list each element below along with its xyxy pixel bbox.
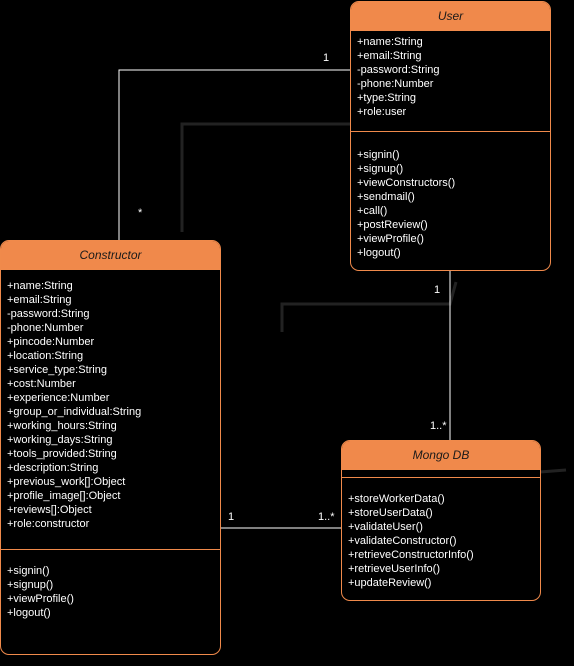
method: +call() (357, 205, 388, 217)
multiplicity-user-constructor-user-end: 1 (323, 52, 330, 64)
method: +logout() (7, 607, 51, 619)
class-mongodb-divider (342, 477, 540, 478)
multiplicity-constructor-mongodb-constructor-end: 1 (228, 511, 235, 523)
faint-guide-lines (180, 122, 567, 474)
method: +signup() (357, 163, 404, 175)
attribute: +description:String (7, 462, 99, 474)
attribute: +cost:Number (7, 378, 76, 390)
attribute: +tools_provided:String (7, 448, 117, 460)
attribute: +name:String (357, 36, 423, 48)
attribute: +type:String (357, 92, 417, 104)
class-user-attributes: +name:String +email:String -password:Strin… (351, 31, 550, 131)
attribute: +reviews[]:Object (7, 504, 92, 516)
method: +sendmail() (357, 191, 415, 203)
attribute: +pincode:Number (7, 336, 95, 348)
attribute: +email:String (357, 50, 422, 62)
method: +postReview() (357, 219, 428, 231)
attribute: -password:String (357, 64, 440, 76)
method: +viewProfile() (357, 233, 424, 245)
class-constructor-title: Constructor (1, 241, 220, 270)
class-constructor-divider (1, 549, 220, 550)
attribute: +profile_image[]:Object (7, 490, 121, 502)
attribute: +previous_work[]:Object (7, 476, 126, 488)
method: +logout() (357, 247, 401, 259)
attribute: +working_hours:String (7, 420, 117, 432)
method: +validateConstructor() (348, 535, 457, 547)
method: +signin() (7, 565, 50, 577)
attribute: +email:String (7, 294, 72, 306)
method: +storeUserData() (348, 507, 433, 519)
method: +updateReview() (348, 577, 432, 589)
attribute: -phone:Number (7, 322, 84, 334)
class-user-methods: +signin() +signup() +viewConstructors() +se… (351, 132, 550, 264)
method: +viewConstructors() (357, 177, 456, 189)
class-user-title: User (351, 2, 550, 31)
multiplicity-constructor-mongodb-mongodb-end: 1..* (318, 511, 335, 523)
attribute: +working_days:String (7, 434, 113, 446)
multiplicity-user-mongodb-mongodb-end: 1..* (430, 420, 447, 432)
attribute: +role:constructor (7, 518, 90, 530)
method: +signin() (357, 149, 400, 161)
user-constructor-association (118, 69, 350, 240)
method: +viewProfile() (7, 593, 74, 605)
attribute: +name:String (7, 280, 73, 292)
method: +signup() (7, 579, 54, 591)
class-mongodb-methods: +storeWorkerData() +storeUserData() +valid… (342, 478, 540, 594)
class-user-divider (351, 131, 550, 132)
multiplicity-user-mongodb-user-end: 1 (434, 284, 441, 296)
multiplicity-user-constructor-constructor-end: * (138, 207, 143, 219)
class-constructor-methods: +signin() +signup() +viewProfile() +logout(… (1, 550, 220, 624)
class-mongodb-attributes (342, 470, 540, 477)
class-user[interactable]: User +name:String +email:String -password:… (350, 1, 551, 271)
method: +retrieveUserInfo() (348, 563, 441, 575)
method: +validateUser() (348, 521, 423, 533)
class-constructor-attributes: +name:String +email:String -password:Strin… (1, 270, 220, 549)
attribute: +service_type:String (7, 364, 107, 376)
method: +storeWorkerData() (348, 493, 445, 505)
class-constructor[interactable]: Constructor +name:String +email:String -pa… (0, 240, 221, 655)
attribute: +group_or_individual:String (7, 406, 142, 418)
method: +retrieveConstructorInfo() (348, 549, 474, 561)
attribute: +location:String (7, 350, 84, 362)
attribute: -phone:Number (357, 78, 434, 90)
class-mongodb-title: Mongo DB (342, 441, 540, 470)
attribute: +role:user (357, 106, 407, 118)
attribute: +experience:Number (7, 392, 110, 404)
class-mongodb[interactable]: Mongo DB +storeWorkerData() +storeUserDat… (341, 440, 541, 601)
attribute: -password:String (7, 308, 90, 320)
